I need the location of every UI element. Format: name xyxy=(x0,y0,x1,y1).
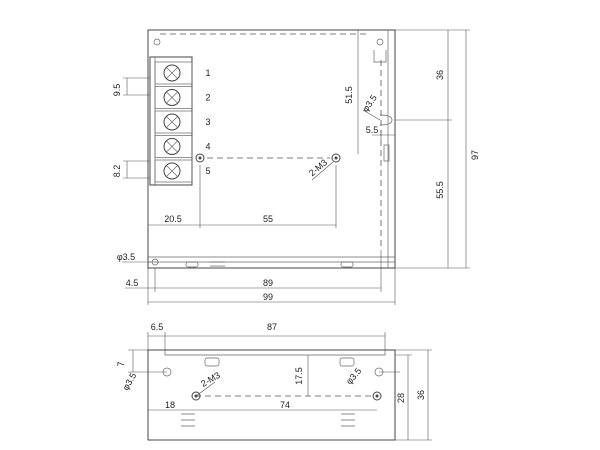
side-dim-vertical-offset-lines xyxy=(128,349,167,373)
terminal-screw xyxy=(154,110,193,134)
side-mount-m3-left xyxy=(191,391,201,401)
bottom-slot-right xyxy=(340,261,354,268)
dim-terminal-width-lines xyxy=(123,160,150,179)
side-slot-left xyxy=(204,357,220,367)
terminal-number: 1 xyxy=(205,68,210,78)
side-dim-height-total: 36 xyxy=(416,390,426,400)
side-dim-thread: 2-M3 xyxy=(199,370,222,389)
terminal-number: 3 xyxy=(205,117,210,127)
side-dim-left-to-hole: 18 xyxy=(165,400,175,410)
top-view: 1 2 3 4 5 9.5 8.2 20.5 55 51.5 φ3.5 5.5 36 5… xyxy=(112,29,480,305)
side-dim-vertical-lines xyxy=(395,349,432,441)
dim-height-total: 97 xyxy=(470,150,480,160)
side-view: 6.5 87 7 φ3.5 2-M3 17.5 φ3.5 18 74 28 36 xyxy=(116,322,432,441)
side-dim-span: 87 xyxy=(267,322,277,332)
terminal-block xyxy=(149,56,193,186)
dim-corner-hole: φ3.5 xyxy=(117,252,135,262)
dim-bottom-lines xyxy=(125,250,396,305)
m3-leader xyxy=(311,161,334,181)
side-m3-leader xyxy=(195,381,216,397)
side-view-top-flange xyxy=(164,350,386,356)
right-tab xyxy=(383,144,390,162)
side-mount-m3-right-center xyxy=(375,394,379,398)
dim-left-to-hole: 20.5 xyxy=(164,214,182,224)
dim-height-upper: 36 xyxy=(435,70,445,80)
side-dim-hole-left: φ3.5 xyxy=(120,371,138,392)
dim-terminal-width: 8.2 xyxy=(112,165,122,178)
bottom-slot-left xyxy=(185,261,199,268)
side-dim-hole-right: φ3.5 xyxy=(344,366,363,386)
dim-terminal-pitch: 9.5 xyxy=(112,84,122,97)
terminal-screw xyxy=(154,159,193,183)
terminal-number: 5 xyxy=(205,166,210,176)
terminal-screw xyxy=(154,61,193,85)
side-view-outline xyxy=(147,349,396,441)
side-dim-center-height: 17.5 xyxy=(294,367,304,385)
side-dim-inner-height: 28 xyxy=(396,393,406,403)
side-dim-vertical-offset: 7 xyxy=(116,361,126,366)
dim-terminal-pitch-lines xyxy=(123,77,150,96)
dim-top-to-hole: 51.5 xyxy=(344,86,354,104)
mount-hole-m3-right xyxy=(331,153,341,163)
dim-height-lower: 55.5 xyxy=(435,181,445,199)
dim-horizontal-hole-lines xyxy=(147,165,337,228)
dim-hole-spacing: 55 xyxy=(263,214,273,224)
dim-slot-offset-lines xyxy=(372,130,395,140)
mount-hole-m3-right-center xyxy=(334,156,338,160)
side-dim-hole-spacing: 74 xyxy=(280,400,290,410)
slot-leader xyxy=(362,109,381,121)
bottom-marks xyxy=(210,261,225,267)
dim-width-total: 99 xyxy=(263,292,273,302)
terminal-number: 2 xyxy=(205,93,210,103)
dim-vertical-lines xyxy=(395,29,470,269)
side-mount-m3-right xyxy=(372,391,382,401)
terminal-screw xyxy=(154,135,193,158)
side-vent-left xyxy=(181,413,195,427)
right-slot xyxy=(379,114,393,126)
top-view-inner-boundary xyxy=(160,33,382,250)
mount-hole-m3-left xyxy=(195,153,205,163)
side-dim-left-offset: 6.5 xyxy=(151,322,164,332)
terminal-screw xyxy=(154,86,193,109)
terminal-number: 4 xyxy=(205,142,210,152)
dim-slot-dia: φ3.5 xyxy=(360,93,379,114)
side-slot-right xyxy=(339,357,355,367)
corner-hole-top-left xyxy=(153,38,161,46)
mount-hole-m3-left-center xyxy=(198,156,202,160)
dim-slot-offset: 5.5 xyxy=(366,125,379,135)
side-dim-top-lines xyxy=(147,332,386,350)
dim-hole-to-hole: 89 xyxy=(263,278,273,288)
dim-left-margin: 4.5 xyxy=(126,278,139,288)
corner-hole-top-right xyxy=(376,38,384,46)
top-right-slot xyxy=(373,50,387,63)
corner-hole-bottom-left xyxy=(151,258,159,266)
side-vent-right xyxy=(341,413,355,427)
